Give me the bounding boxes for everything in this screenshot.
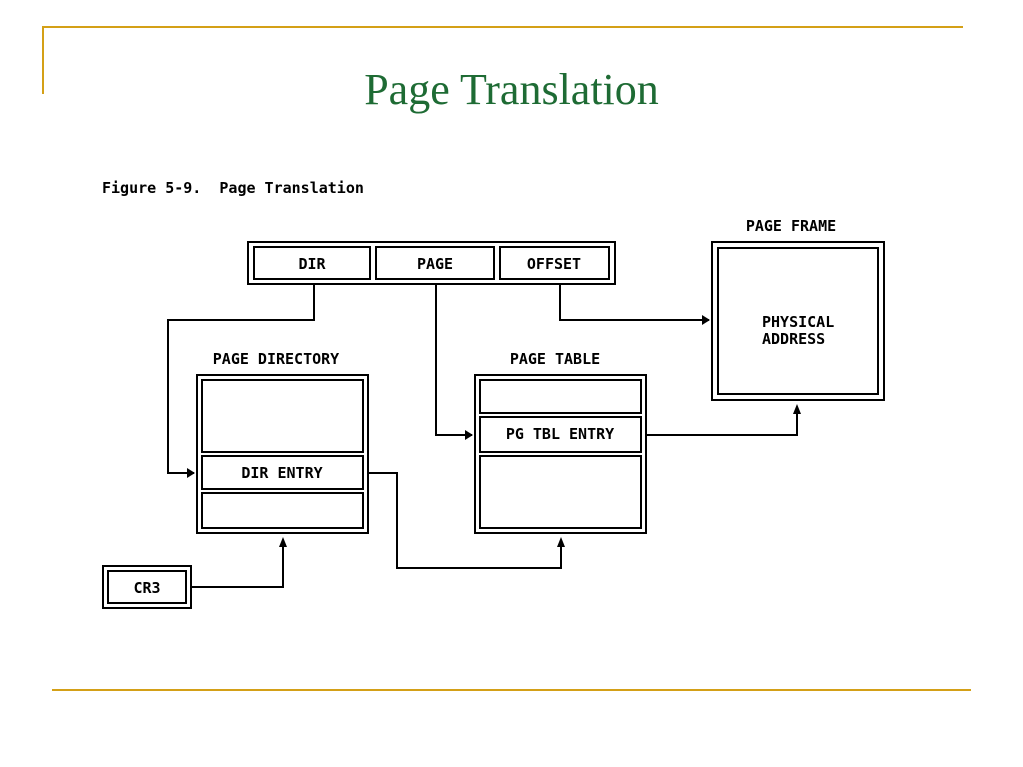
page-table: PAGE TABLE PG TBL ENTRY — [474, 350, 647, 534]
physical-address-line1: PHYSICAL — [762, 313, 834, 331]
arrowhead-page-directory — [279, 537, 287, 547]
cr3-label: CR3 — [133, 579, 160, 597]
field-dir: DIR — [298, 255, 326, 273]
arrow-pg-tbl-entry-to-page-frame — [646, 407, 798, 436]
page-frame-label: PAGE FRAME — [746, 217, 836, 235]
bottom-rule — [52, 689, 971, 691]
arrow-cr3-to-page-directory — [191, 540, 284, 588]
arrow-dir-to-dir-entry — [167, 284, 315, 478]
pg-tbl-entry-label: PG TBL ENTRY — [506, 425, 614, 443]
arrow-offset-to-page-frame — [559, 284, 710, 325]
page-directory-label: PAGE DIRECTORY — [213, 350, 339, 368]
figure-caption: Figure 5-9. Page Translation — [102, 179, 364, 197]
linear-address-bar: DIR PAGE OFFSET — [247, 241, 616, 285]
field-offset: OFFSET — [527, 255, 581, 273]
top-rule — [42, 26, 963, 28]
slide-title: Page Translation — [364, 65, 659, 114]
page-directory: PAGE DIRECTORY DIR ENTRY — [196, 350, 369, 534]
up-arrowheads — [279, 404, 801, 547]
arrowhead-page-table — [557, 537, 565, 547]
field-page: PAGE — [417, 255, 453, 273]
page-table-label: PAGE TABLE — [510, 350, 600, 368]
cr3-register: CR3 — [102, 565, 192, 609]
arrow-page-to-pg-tbl-entry — [435, 284, 473, 440]
dir-entry-label: DIR ENTRY — [241, 464, 322, 482]
left-accent-bar — [42, 26, 44, 94]
page-frame: PAGE FRAME PHYSICAL ADDRESS — [711, 217, 885, 401]
arrow-dir-entry-to-page-table — [368, 472, 562, 569]
arrowhead-page-frame — [793, 404, 801, 414]
connectors — [167, 284, 798, 588]
physical-address-line2: ADDRESS — [762, 330, 825, 348]
